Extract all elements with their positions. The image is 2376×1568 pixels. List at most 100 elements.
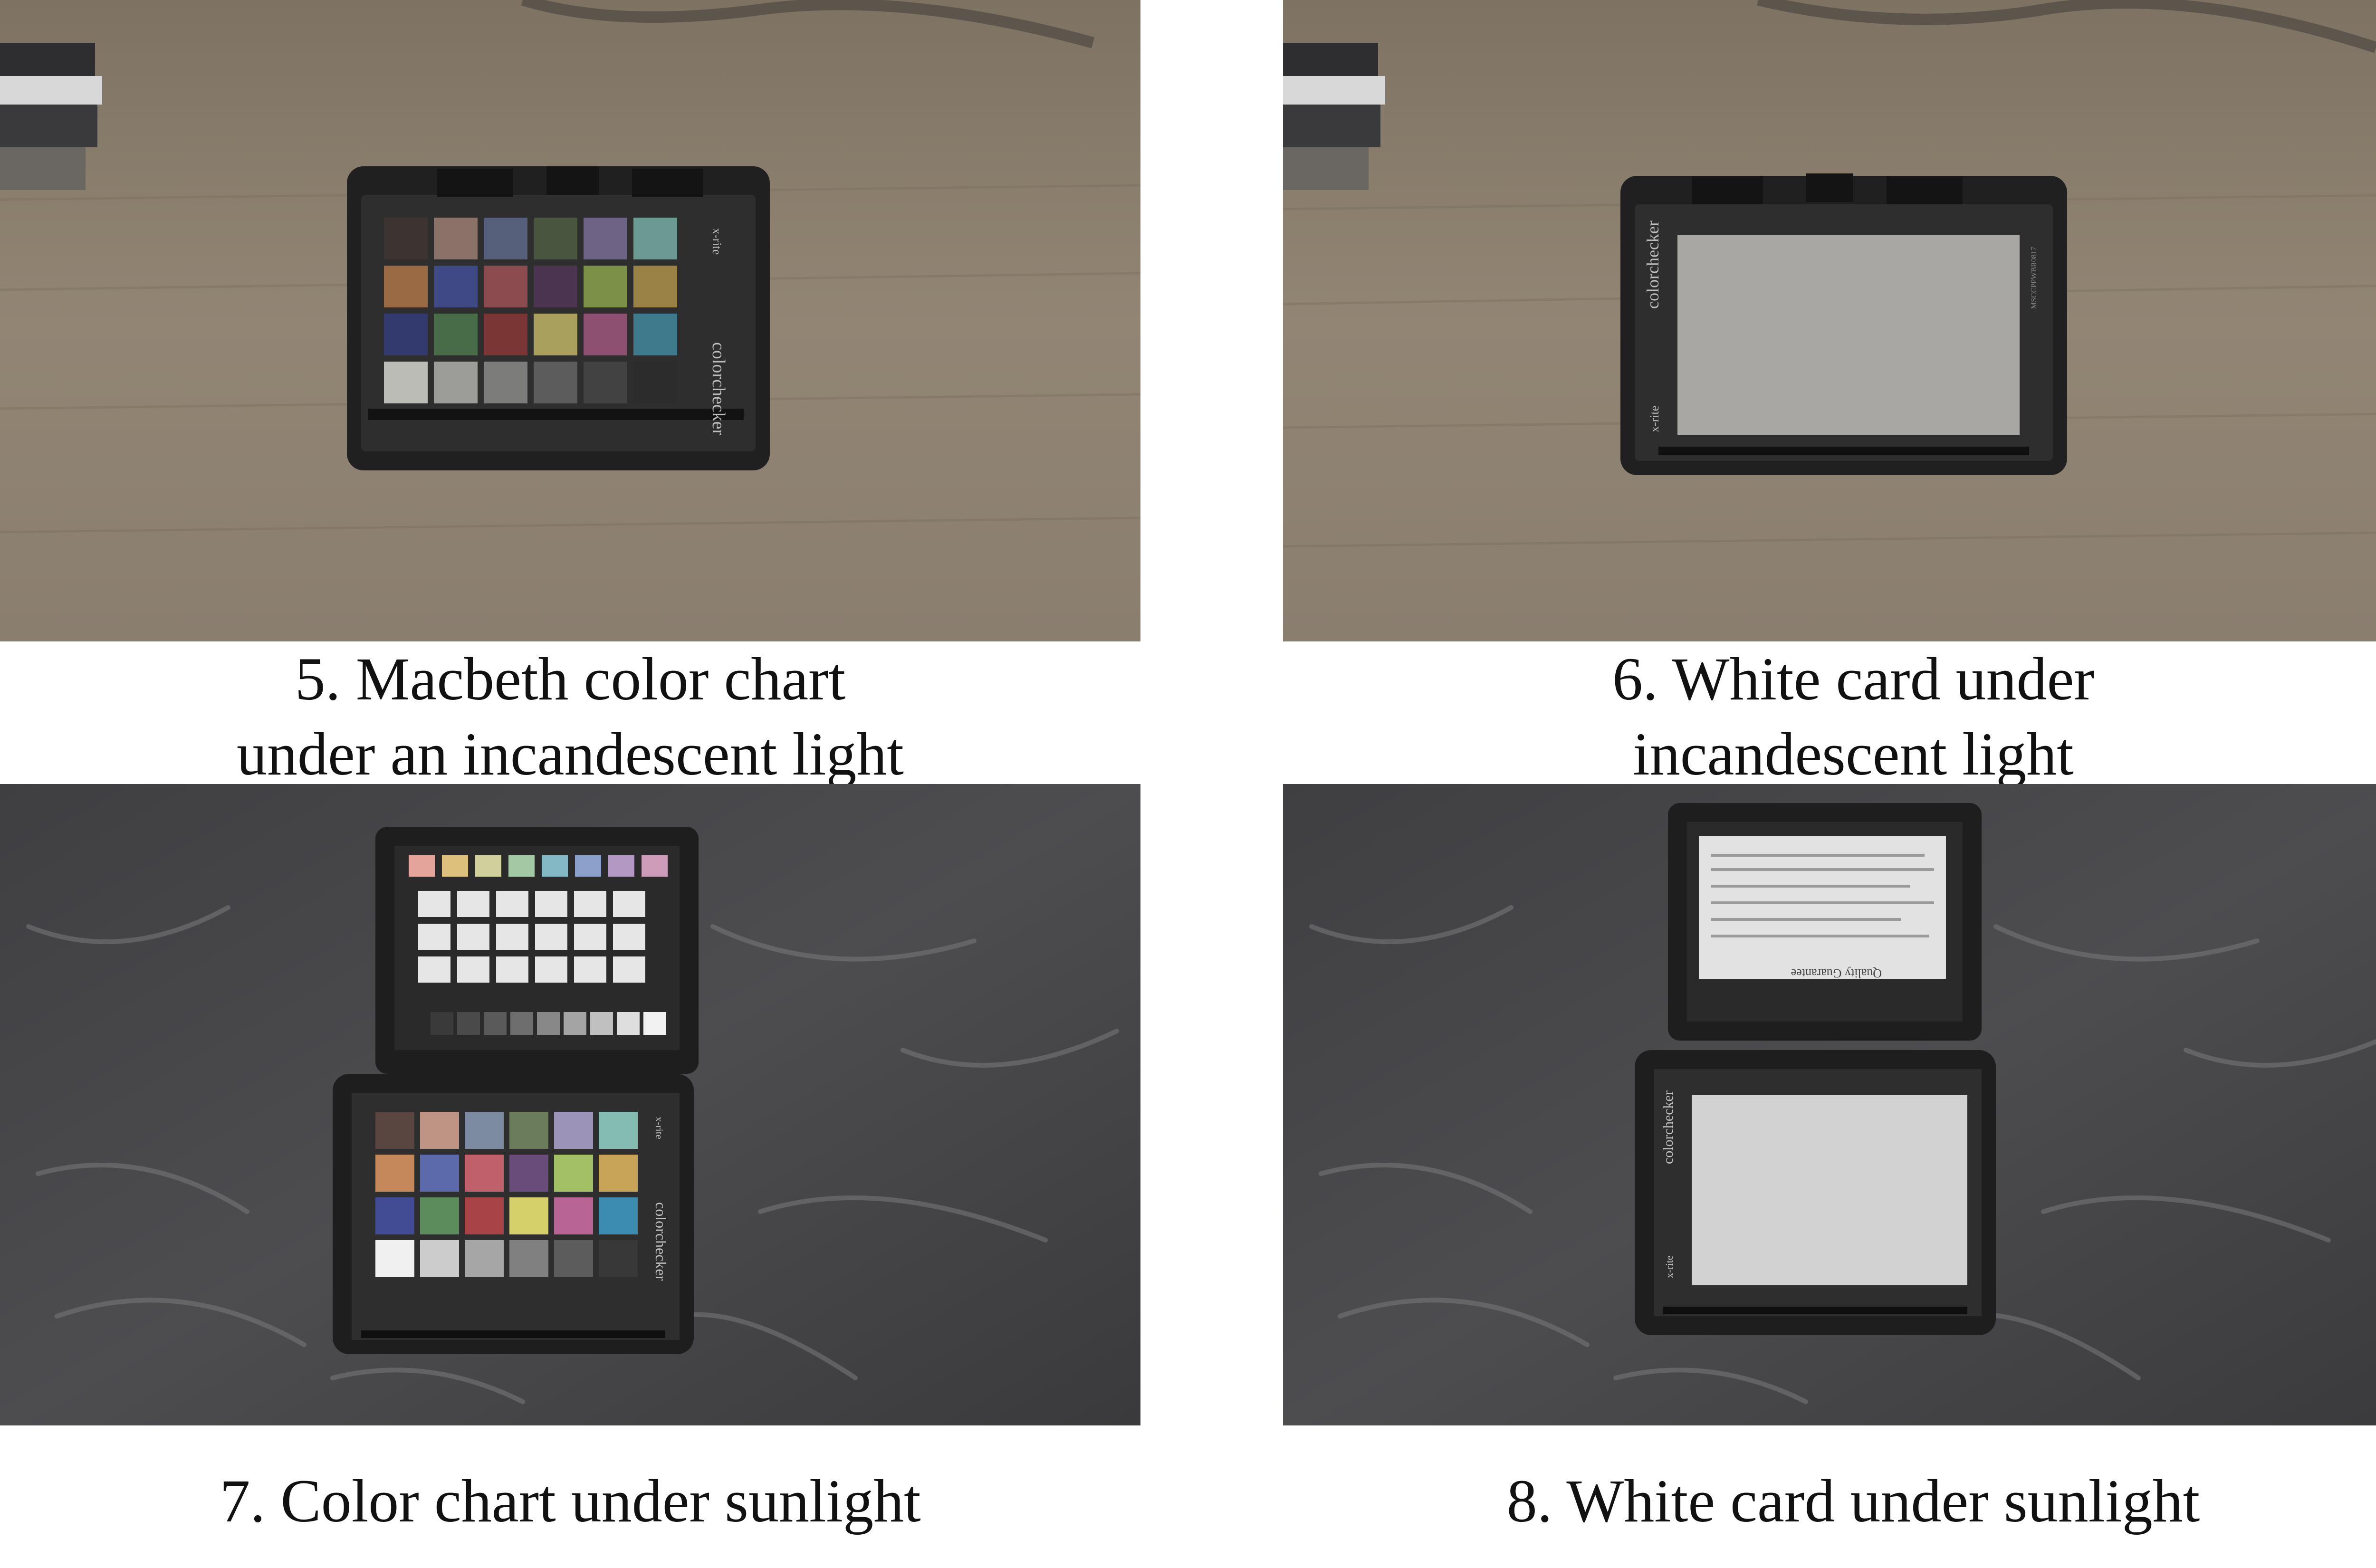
- color-swatch: [418, 891, 450, 917]
- caption-7-line-1: 7. Color chart under sunlight: [220, 1467, 921, 1535]
- photo-7-svg: x-rite colorchecker: [0, 784, 1140, 1425]
- color-swatch: [434, 362, 478, 403]
- card-product-text: colorchecker: [709, 342, 728, 436]
- color-swatch: [375, 1112, 414, 1149]
- color-swatch: [642, 855, 668, 877]
- card-serial-text: MSCCPPWBR0817: [2030, 247, 2038, 309]
- photo-8-svg: Quality Guarantee colorchecker x-rite: [1283, 784, 2376, 1425]
- color-swatch: [534, 218, 577, 259]
- swatch-row-top: [409, 855, 668, 877]
- color-swatch: [584, 314, 627, 355]
- color-swatch: [465, 1155, 504, 1192]
- card-brand-text: x-rite: [1648, 406, 1661, 432]
- color-swatch: [574, 891, 606, 917]
- color-swatch: [384, 314, 428, 355]
- color-swatch: [457, 1012, 480, 1035]
- color-swatch: [554, 1155, 593, 1192]
- color-swatch: [434, 218, 478, 259]
- guarantee-text-lines: [1711, 854, 1934, 937]
- color-swatch: [575, 855, 601, 877]
- color-swatch: [613, 924, 645, 950]
- card-product-text: colorchecker: [1643, 220, 1662, 309]
- color-swatch: [599, 1240, 638, 1277]
- color-swatch: [599, 1197, 638, 1234]
- card-product-text: colorchecker: [1660, 1090, 1676, 1164]
- caption-5-line-2: under an incandescent light: [237, 720, 904, 788]
- color-swatch: [613, 891, 645, 917]
- color-swatch: [534, 362, 577, 403]
- color-swatch: [375, 1155, 414, 1192]
- photo-color-chart-sunlight: x-rite colorchecker: [0, 784, 1140, 1425]
- photo-white-card-sunlight: Quality Guarantee colorchecker x-rite: [1283, 784, 2376, 1425]
- card-brand-text: x-rite: [710, 228, 724, 255]
- color-swatch: [384, 266, 428, 307]
- color-swatch: [643, 1012, 666, 1035]
- color-swatch: [509, 1240, 548, 1277]
- book-stack: [1283, 43, 1385, 190]
- color-swatch: [564, 1012, 586, 1035]
- card-product-text: colorchecker: [652, 1202, 670, 1281]
- color-swatch: [465, 1197, 504, 1234]
- card-brand-text: x-rite: [1663, 1255, 1675, 1278]
- color-swatch: [633, 218, 677, 259]
- caption-8-line-1: 8. White card under sunlight: [1506, 1467, 2200, 1535]
- color-swatch: [434, 314, 478, 355]
- color-swatch: [510, 1012, 533, 1035]
- color-swatch: [542, 855, 568, 877]
- color-swatch: [509, 1112, 548, 1149]
- color-swatch: [633, 362, 677, 403]
- color-swatch: [633, 314, 677, 355]
- cable: [1757, 0, 2376, 53]
- white-patch-grid: [418, 891, 645, 983]
- quality-guarantee-sheet: [1699, 836, 1946, 979]
- white-balance-surface: [1677, 235, 2020, 435]
- cloth-wrinkles: [1309, 905, 2376, 1404]
- colorchecker-card: x-rite colorchecker: [347, 166, 770, 470]
- white-balance-surface: [1692, 1095, 1967, 1285]
- color-swatch: [420, 1155, 459, 1192]
- color-swatch: [484, 218, 527, 259]
- color-swatch: [608, 855, 634, 877]
- color-swatch: [633, 266, 677, 307]
- photo-macbeth-incandescent: x-rite colorchecker: [0, 0, 1140, 641]
- color-swatch: [590, 1012, 613, 1035]
- color-swatch: [457, 956, 489, 983]
- color-swatch: [431, 1012, 453, 1035]
- caption-6-line-1: 6. White card under: [1612, 645, 2095, 713]
- color-swatch: [375, 1240, 414, 1277]
- color-swatch: [509, 1197, 548, 1234]
- book-stack: [0, 43, 102, 190]
- color-swatch: [535, 891, 567, 917]
- caption-panel-5: 5. Macbeth color chart under an incandes…: [0, 641, 1140, 792]
- color-swatch: [584, 362, 627, 403]
- color-swatch: [534, 266, 577, 307]
- color-swatch: [418, 956, 450, 983]
- color-swatch: [584, 266, 627, 307]
- gray-patch-row: [404, 1012, 666, 1035]
- color-swatch: [404, 1012, 427, 1035]
- color-swatch: [420, 1240, 459, 1277]
- color-swatch: [534, 314, 577, 355]
- quality-heading-text: Quality Guarantee: [1791, 966, 1882, 980]
- color-swatch: [584, 218, 627, 259]
- color-swatch: [484, 362, 527, 403]
- color-swatch: [496, 891, 528, 917]
- color-swatch: [496, 924, 528, 950]
- color-swatch: [418, 924, 450, 950]
- color-swatch: [484, 266, 527, 307]
- color-swatch: [384, 218, 428, 259]
- caption-5-line-1: 5. Macbeth color chart: [295, 645, 846, 713]
- color-swatch: [537, 1012, 560, 1035]
- color-swatch: [420, 1197, 459, 1234]
- color-swatch: [434, 266, 478, 307]
- color-swatch: [442, 855, 468, 877]
- color-swatch: [465, 1112, 504, 1149]
- color-swatch: [496, 956, 528, 983]
- color-swatch: [484, 314, 527, 355]
- colorchecker-passport: x-rite colorchecker: [333, 827, 699, 1354]
- color-swatch: [457, 891, 489, 917]
- color-swatch: [457, 924, 489, 950]
- photo-white-card-incandescent: colorchecker x-rite MSCCPPWBR0817: [1283, 0, 2376, 641]
- color-swatch: [420, 1112, 459, 1149]
- color-swatch: [535, 924, 567, 950]
